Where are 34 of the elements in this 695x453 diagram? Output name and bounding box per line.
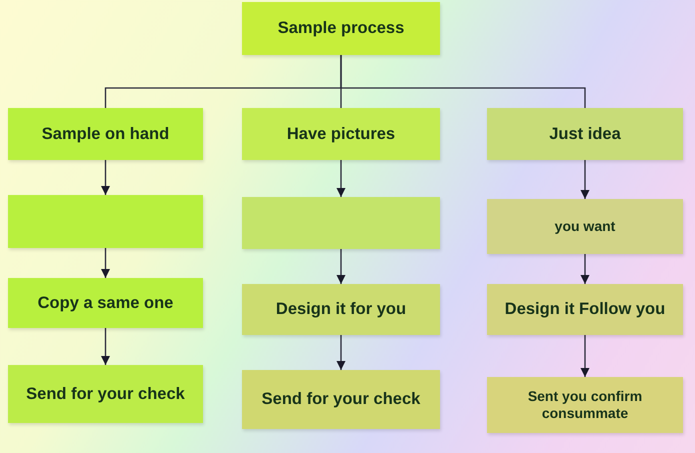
- process-box: [8, 108, 203, 160]
- arrow: [580, 254, 590, 284]
- process-box: [8, 365, 203, 423]
- process-box: [242, 370, 440, 429]
- arrow: [336, 160, 346, 197]
- arrow: [100, 328, 110, 365]
- arrow: [336, 249, 346, 284]
- box-label: Sent you confirm consummate: [526, 388, 644, 422]
- box-label: Design it for you: [276, 299, 406, 320]
- box-label: Send for your check: [262, 389, 420, 410]
- box-label: Have pictures: [286, 124, 396, 144]
- box-label: Sample process: [278, 18, 404, 39]
- box-label: Sample on hand: [42, 124, 170, 144]
- arrow: [336, 335, 346, 370]
- box-label: Send for your check: [26, 384, 185, 404]
- empty-box: [8, 195, 203, 248]
- process-box: [242, 2, 440, 55]
- box-label: Design it Follow you: [504, 299, 666, 320]
- box-label: you want: [554, 218, 616, 236]
- arrow: [100, 248, 110, 278]
- process-box: [487, 108, 683, 160]
- box-label: Just idea: [549, 124, 621, 144]
- arrow: [580, 335, 590, 377]
- process-box: [487, 377, 683, 433]
- arrow: [100, 160, 110, 195]
- process-box: [242, 284, 440, 335]
- empty-box: [242, 197, 440, 249]
- process-box: [487, 284, 683, 335]
- process-box: [487, 199, 683, 254]
- box-label: Copy a same one: [38, 292, 174, 314]
- process-box: [242, 108, 440, 160]
- process-box: [8, 278, 203, 328]
- connector-line: [340, 55, 586, 108]
- arrow: [580, 160, 590, 199]
